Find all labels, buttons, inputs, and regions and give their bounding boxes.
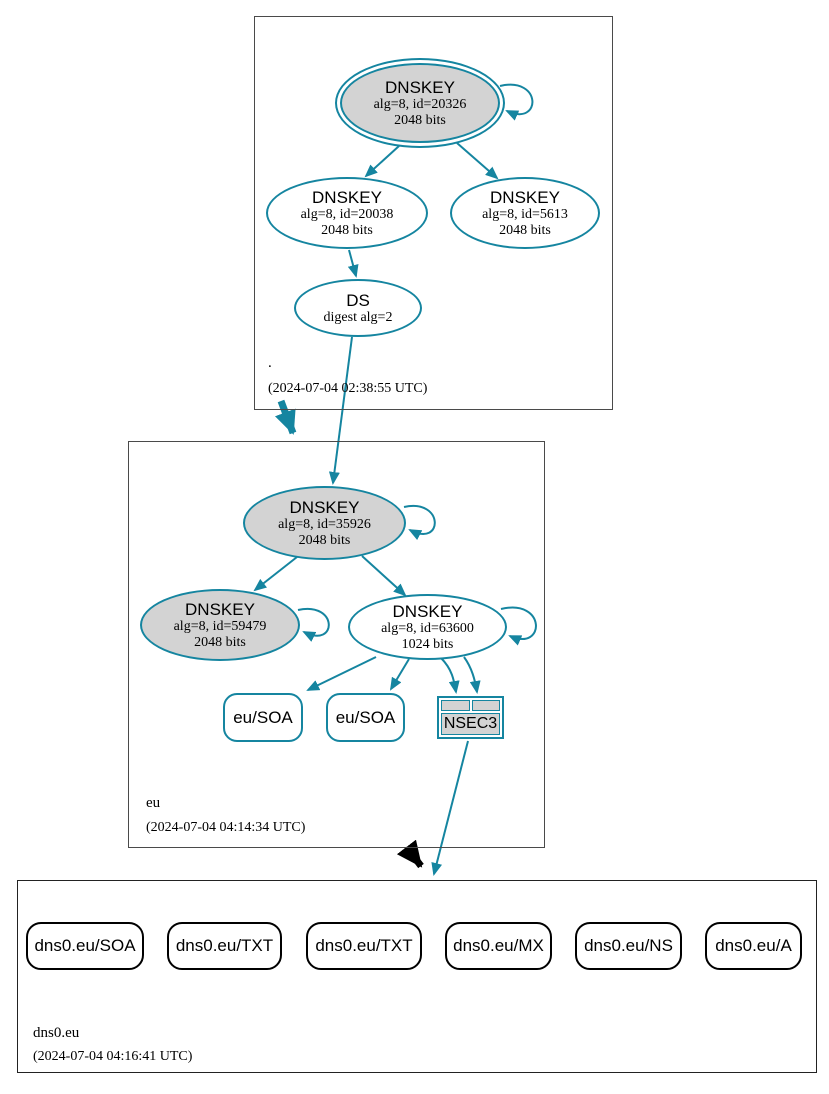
root-zone-name: . <box>268 355 272 371</box>
edge-eu-to-dns0-delegation <box>396 839 424 869</box>
node-root-ksk-20326: DNSKEY alg=8, id=20326 2048 bits <box>335 58 505 148</box>
cluster-eu-zone <box>128 441 545 848</box>
node-title: DNSKEY <box>385 77 455 97</box>
node-digest-alg: digest alg=2 <box>323 309 393 325</box>
node-alg-id: alg=8, id=59479 <box>173 618 267 634</box>
node-root-ksk-20326-inner: DNSKEY alg=8, id=20326 2048 bits <box>340 63 500 143</box>
cluster-root-zone <box>254 16 613 410</box>
node-dns0-ns: dns0.eu/NS <box>575 922 682 970</box>
node-title: DNSKEY <box>289 497 360 517</box>
root-zone-timestamp: (2024-07-04 02:38:55 UTC) <box>268 381 428 396</box>
node-label: dns0.eu/NS <box>584 936 673 955</box>
node-dns0-soa: dns0.eu/SOA <box>26 922 144 970</box>
node-bits: 1024 bits <box>401 636 454 652</box>
node-title: DNSKEY <box>185 599 255 619</box>
node-bits: 2048 bits <box>194 634 246 650</box>
node-alg-id: alg=8, id=5613 <box>482 206 568 222</box>
node-title: DNSKEY <box>392 601 463 621</box>
node-eu-nsec3: NSEC3 <box>437 696 504 739</box>
node-alg-id: alg=8, id=20326 <box>373 96 467 112</box>
eu-zone-timestamp: (2024-07-04 04:14:34 UTC) <box>146 820 306 835</box>
dns0-zone-timestamp: (2024-07-04 04:16:41 UTC) <box>33 1049 193 1064</box>
node-alg-id: alg=8, id=20038 <box>300 206 394 222</box>
node-title: DNSKEY <box>490 187 560 207</box>
nsec3-label: NSEC3 <box>441 713 500 735</box>
node-dns0-txt-2: dns0.eu/TXT <box>306 922 422 970</box>
node-eu-ksk-35926: DNSKEY alg=8, id=35926 2048 bits <box>243 486 406 560</box>
nsec3-cell-2 <box>471 700 500 711</box>
node-bits: 2048 bits <box>394 112 446 128</box>
dns0-zone-name: dns0.eu <box>33 1025 80 1041</box>
node-alg-id: alg=8, id=63600 <box>381 620 474 636</box>
node-eu-ksk-59479: DNSKEY alg=8, id=59479 2048 bits <box>140 589 300 661</box>
node-root-ds: DS digest alg=2 <box>294 279 422 337</box>
node-bits: 2048 bits <box>321 222 373 238</box>
node-root-zsk-5613: DNSKEY alg=8, id=5613 2048 bits <box>450 177 600 249</box>
nsec3-record-cells <box>441 700 500 711</box>
node-bits: 2048 bits <box>298 532 351 548</box>
node-alg-id: alg=8, id=35926 <box>278 516 371 532</box>
node-bits: 2048 bits <box>499 222 551 238</box>
node-root-zsk-20038: DNSKEY alg=8, id=20038 2048 bits <box>266 177 428 249</box>
node-dns0-mx: dns0.eu/MX <box>445 922 552 970</box>
node-title: DNSKEY <box>312 187 382 207</box>
node-label: dns0.eu/MX <box>453 936 544 955</box>
cluster-dns0-zone <box>17 880 817 1073</box>
eu-zone-name: eu <box>146 795 161 811</box>
node-label: dns0.eu/SOA <box>34 936 136 955</box>
node-dns0-a: dns0.eu/A <box>705 922 802 970</box>
node-eu-soa-1: eu/SOA <box>223 693 303 742</box>
node-eu-soa-2: eu/SOA <box>326 693 405 742</box>
node-label: dns0.eu/TXT <box>315 936 413 955</box>
node-dns0-txt-1: dns0.eu/TXT <box>167 922 282 970</box>
nsec3-cell-1 <box>441 700 470 711</box>
node-label: eu/SOA <box>233 707 293 727</box>
node-label: dns0.eu/A <box>715 936 792 955</box>
node-label: eu/SOA <box>335 707 396 727</box>
node-eu-zsk-63600: DNSKEY alg=8, id=63600 1024 bits <box>348 594 507 660</box>
node-title: DS <box>346 290 370 310</box>
node-label: dns0.eu/TXT <box>175 936 274 955</box>
